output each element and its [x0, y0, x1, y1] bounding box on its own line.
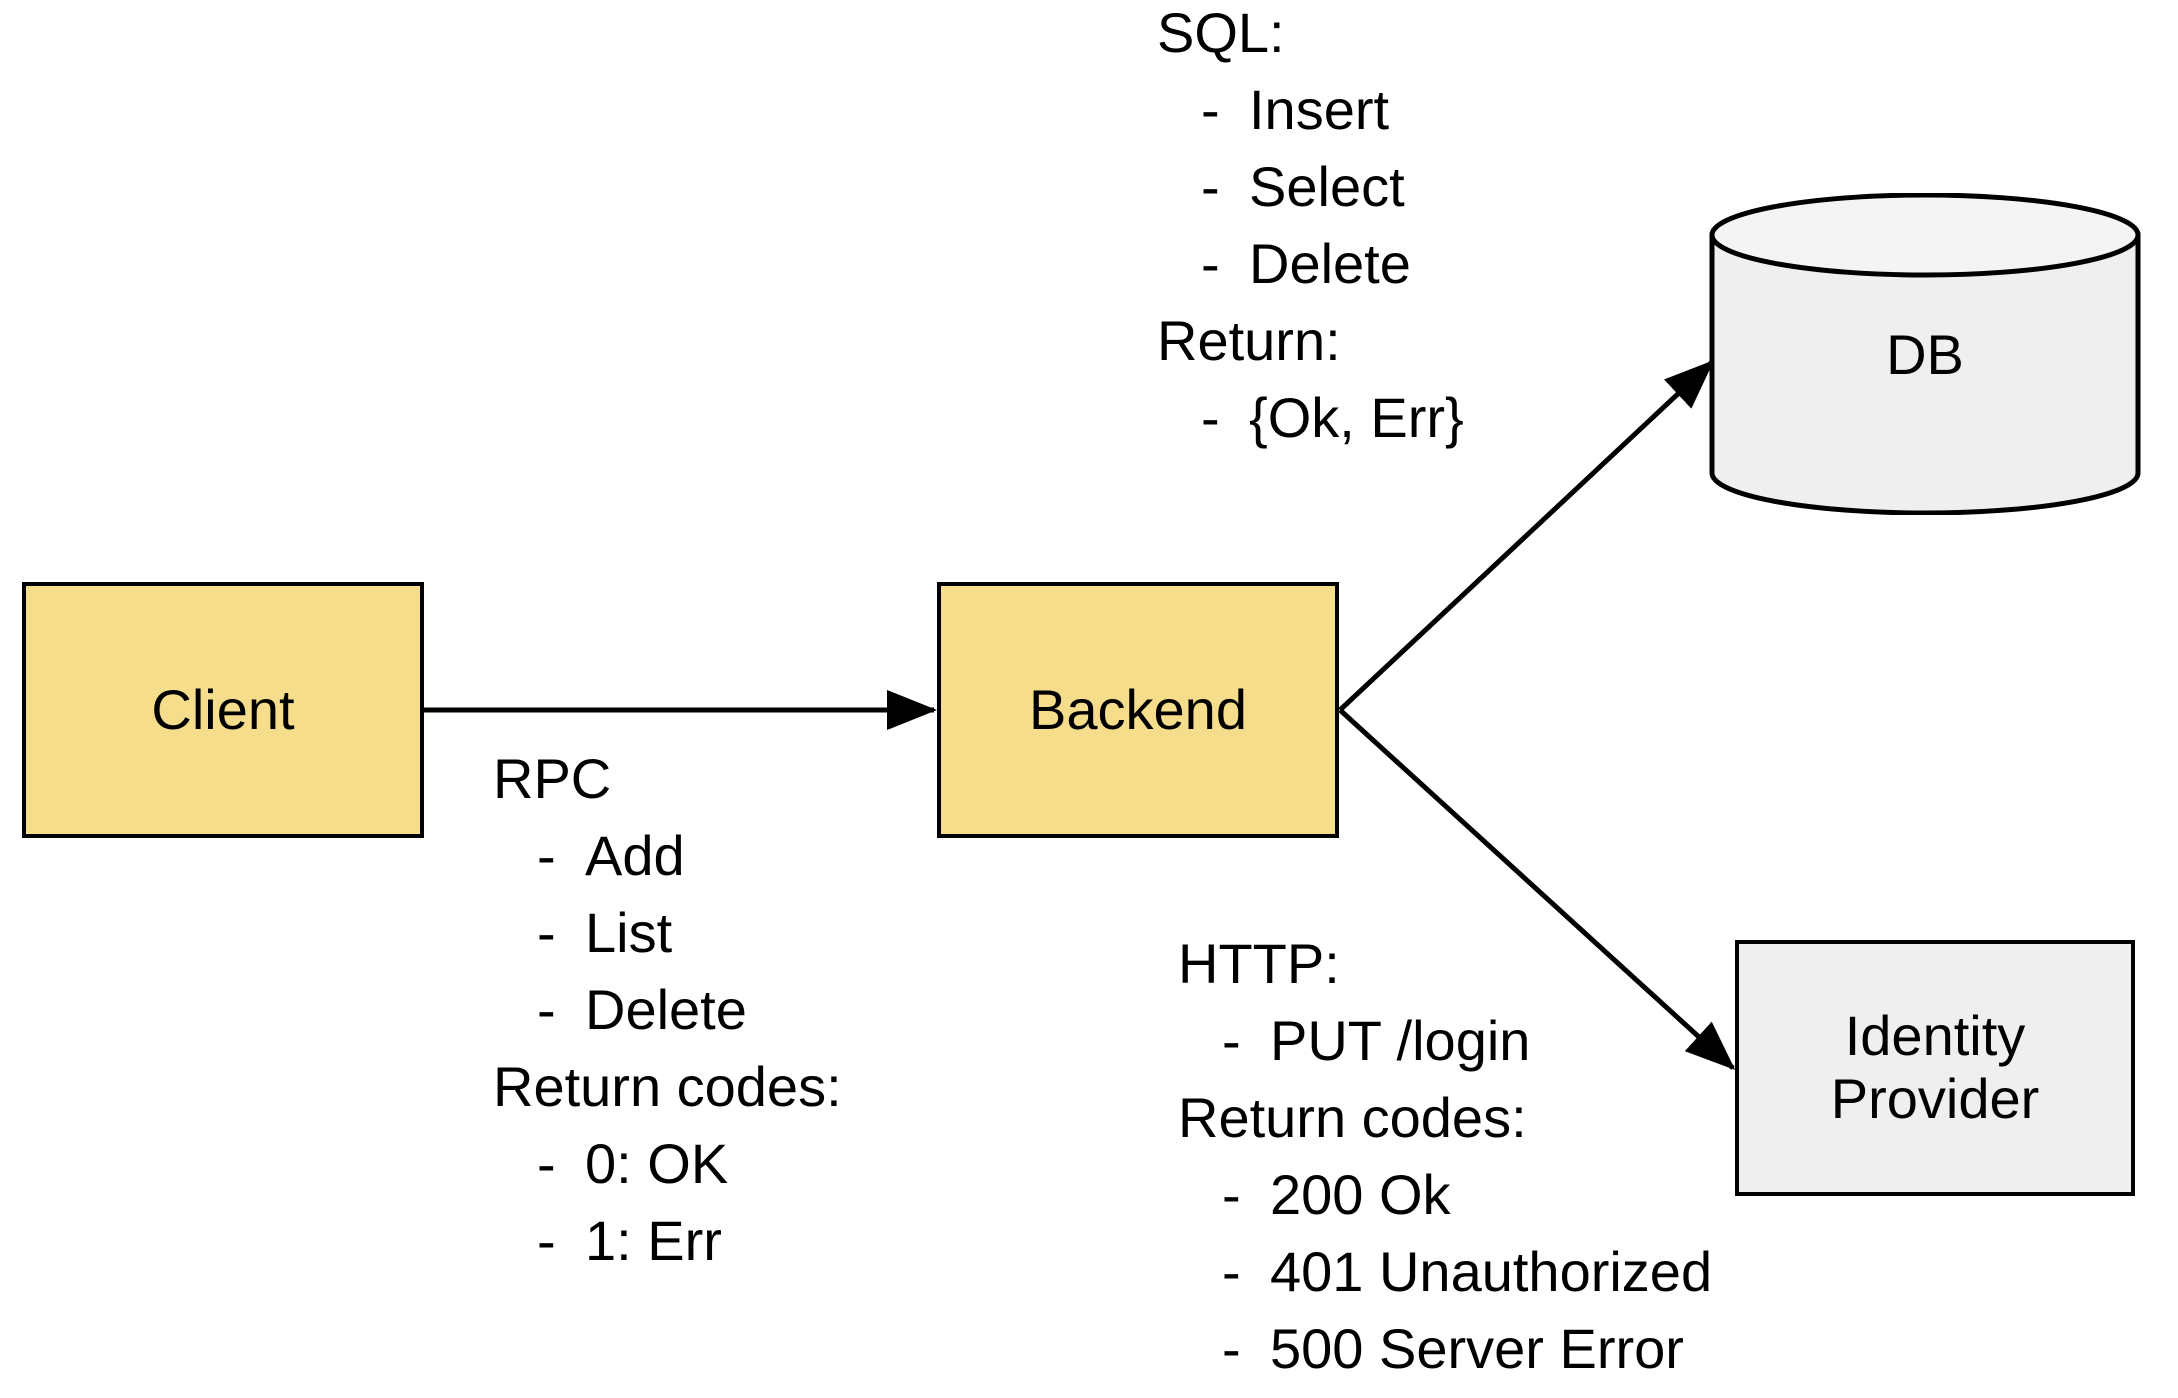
rpc-heading: RPC — [493, 747, 612, 810]
rpc-item-1-text: List — [585, 901, 673, 964]
http-item-0-text: PUT /login — [1270, 1009, 1531, 1072]
http-return-item-1: -401 Unauthorized — [1178, 1233, 1712, 1310]
bullet-dash: - — [1201, 78, 1220, 141]
bullet-dash: - — [1201, 155, 1220, 218]
rpc-item-0: -Add — [493, 817, 842, 894]
node-client[interactable]: Client — [22, 582, 424, 838]
rpc-item-2-text: Delete — [585, 978, 747, 1041]
http-return-heading: Return codes: — [1178, 1086, 1527, 1149]
bullet-dash: - — [537, 978, 556, 1041]
sql-item-2: -Delete — [1157, 225, 1464, 302]
node-identity-provider-label: Identity Provider — [1830, 1004, 2040, 1130]
rpc-return-item-0-text: 0: OK — [585, 1132, 729, 1195]
node-backend[interactable]: Backend — [937, 582, 1339, 838]
bullet-dash: - — [1201, 232, 1220, 295]
bullet-dash: - — [1222, 1317, 1241, 1380]
http-return-item-2: -500 Server Error — [1178, 1310, 1712, 1387]
sql-heading: SQL: — [1157, 1, 1285, 64]
http-heading: HTTP: — [1178, 932, 1340, 995]
sql-item-1-text: Select — [1249, 155, 1405, 218]
bullet-dash: - — [537, 901, 556, 964]
node-identity-provider[interactable]: Identity Provider — [1735, 940, 2135, 1196]
sql-item-0-text: Insert — [1249, 78, 1390, 141]
http-return-item-1-text: 401 Unauthorized — [1270, 1240, 1713, 1303]
rpc-return-item-1: -1: Err — [493, 1202, 842, 1279]
bullet-dash: - — [537, 1132, 556, 1195]
rpc-return-item-1-text: 1: Err — [585, 1209, 722, 1272]
sql-item-2-text: Delete — [1249, 232, 1411, 295]
database-cylinder-icon — [1709, 192, 2141, 516]
http-return-item-0: -200 Ok — [1178, 1156, 1712, 1233]
http-return-item-2-text: 500 Server Error — [1270, 1317, 1684, 1380]
bullet-dash: - — [537, 1209, 556, 1272]
rpc-return-heading: Return codes: — [493, 1055, 842, 1118]
annotation-http: HTTP: -PUT /login Return codes: -200 Ok … — [1178, 925, 1712, 1387]
http-return-item-0-text: 200 Ok — [1270, 1163, 1451, 1226]
sql-item-0: -Insert — [1157, 71, 1464, 148]
rpc-item-2: -Delete — [493, 971, 842, 1048]
bullet-dash: - — [1201, 386, 1220, 449]
bullet-dash: - — [1222, 1240, 1241, 1303]
node-client-label: Client — [151, 677, 295, 741]
node-identity-provider-label-line2: Provider — [1830, 1067, 2040, 1130]
rpc-item-1: -List — [493, 894, 842, 971]
rpc-return-item-0: -0: OK — [493, 1125, 842, 1202]
sql-return-item-0-text: {Ok, Err} — [1249, 386, 1464, 449]
sql-return-heading: Return: — [1157, 309, 1341, 372]
bullet-dash: - — [537, 824, 556, 887]
sql-return-item-0: -{Ok, Err} — [1157, 379, 1464, 456]
bullet-dash: - — [1222, 1009, 1241, 1072]
annotation-rpc: RPC -Add -List -Delete Return codes: -0:… — [493, 740, 842, 1279]
rpc-item-0-text: Add — [585, 824, 685, 887]
http-item-0: -PUT /login — [1178, 1002, 1712, 1079]
node-identity-provider-label-line1: Identity — [1844, 1004, 2026, 1068]
sql-item-1: -Select — [1157, 148, 1464, 225]
bullet-dash: - — [1222, 1163, 1241, 1226]
annotation-sql: SQL: -Insert -Select -Delete Return: -{O… — [1157, 0, 1464, 456]
node-backend-label: Backend — [1029, 677, 1247, 741]
node-db[interactable]: DB — [1708, 192, 2142, 516]
